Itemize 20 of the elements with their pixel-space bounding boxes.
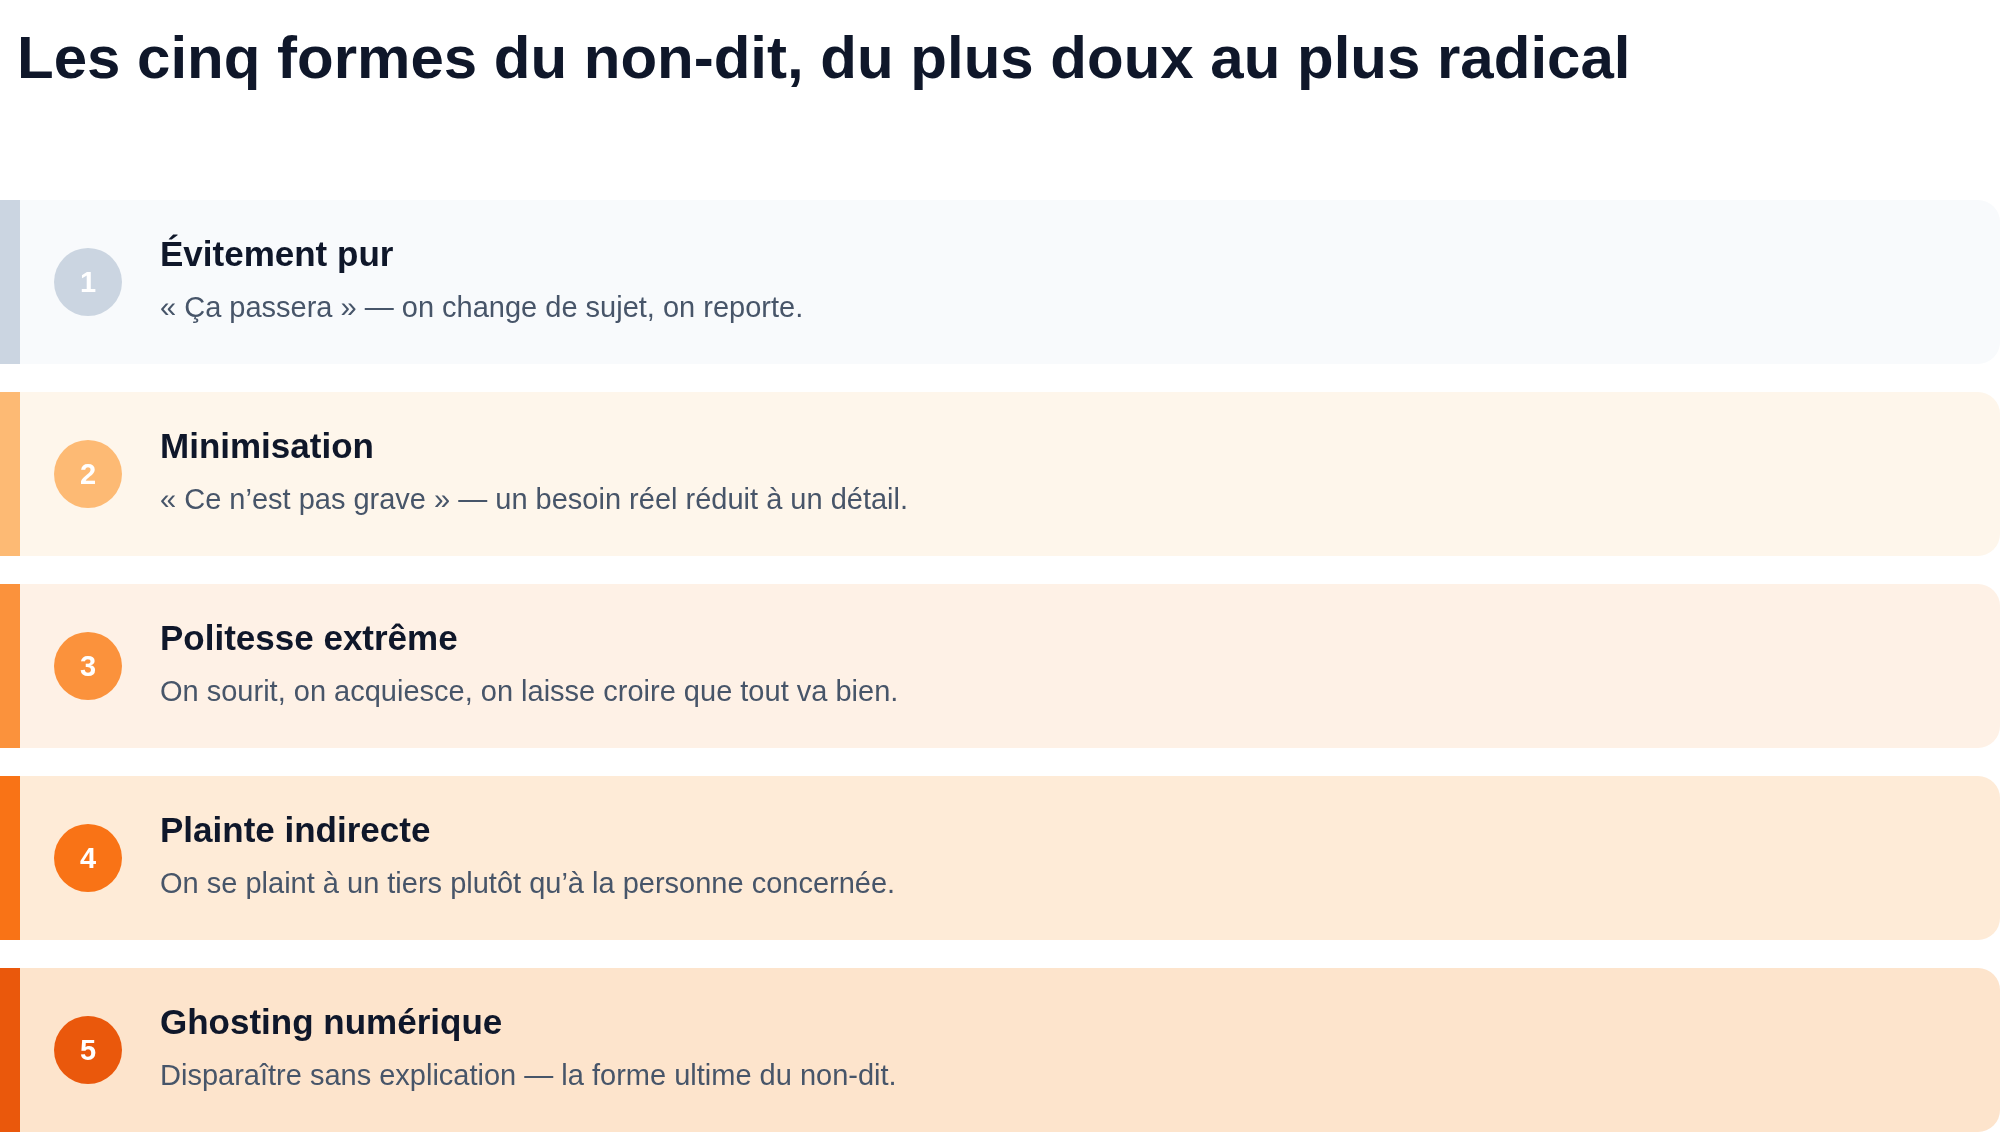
step-number: 5 xyxy=(54,1016,122,1084)
step-description: « Ce n’est pas grave » — un besoin réel réduit à un détail. xyxy=(160,482,908,517)
step-number: 2 xyxy=(54,440,122,508)
step-title: Plainte indirecte xyxy=(160,809,431,851)
step-description: Disparaître sans explication — la forme ultime du non-dit. xyxy=(160,1058,897,1093)
step-title: Ghosting numérique xyxy=(160,1001,503,1043)
step-card xyxy=(0,584,2000,748)
step-card xyxy=(0,200,2000,364)
step-title: Minimisation xyxy=(160,425,374,467)
diagram-title: Les cinq formes du non-dit, du plus doux au plus radical xyxy=(17,28,1631,88)
step-card xyxy=(0,392,2000,556)
step-description: On se plaint à un tiers plutôt qu’à la personne concernée. xyxy=(160,866,896,901)
step-title: Évitement pur xyxy=(160,233,394,275)
step-number: 4 xyxy=(54,824,122,892)
step-title: Politesse extrême xyxy=(160,617,458,659)
step-description: On sourit, on acquiesce, on laisse croire que tout va bien. xyxy=(160,674,899,709)
step-description: « Ça passera » — on change de sujet, on reporte. xyxy=(160,290,804,325)
step-card xyxy=(0,776,2000,940)
step-number: 3 xyxy=(54,632,122,700)
step-card xyxy=(0,968,2000,1132)
